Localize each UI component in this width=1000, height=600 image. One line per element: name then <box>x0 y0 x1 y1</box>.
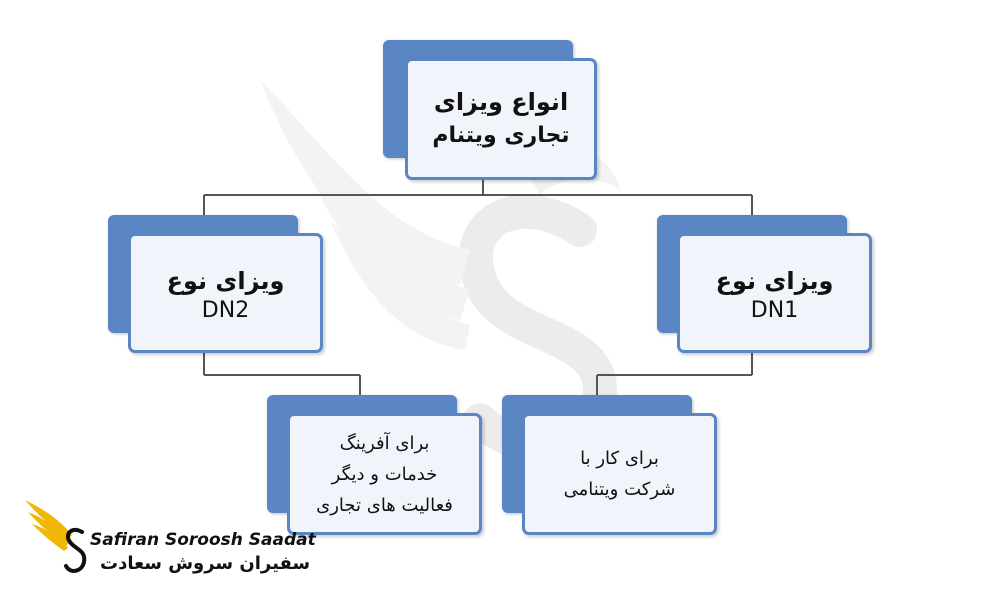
dn1-desc-line1: برای کار با <box>580 448 659 469</box>
logo-text-en: Safiran Soroosh Saadat <box>90 530 316 550</box>
root-title-line1: انواع ویزای <box>433 88 569 116</box>
dn2-title: ویزای نوع <box>166 266 285 295</box>
dn1-code: DN1 <box>750 297 799 323</box>
dn1-title: ویزای نوع <box>715 266 834 295</box>
dn2-desc-line2: خدمات و دیگر <box>331 463 438 485</box>
wing-icon <box>25 500 87 573</box>
root-title-line2: تجاری ویتنام <box>432 123 570 148</box>
dn2-desc-line3: فعالیت های تجاری <box>316 494 453 516</box>
logo-text-fa: سفیران سروش سعادت <box>100 553 311 574</box>
company-logo: Safiran Soroosh Saadat سفیران سروش سعادت <box>20 490 316 590</box>
dn2-desc-line1: برای آفرینگ <box>339 432 430 454</box>
dn1-desc-line2: شرکت ویتنامی <box>563 479 676 500</box>
dn2-code: DN2 <box>201 297 250 323</box>
